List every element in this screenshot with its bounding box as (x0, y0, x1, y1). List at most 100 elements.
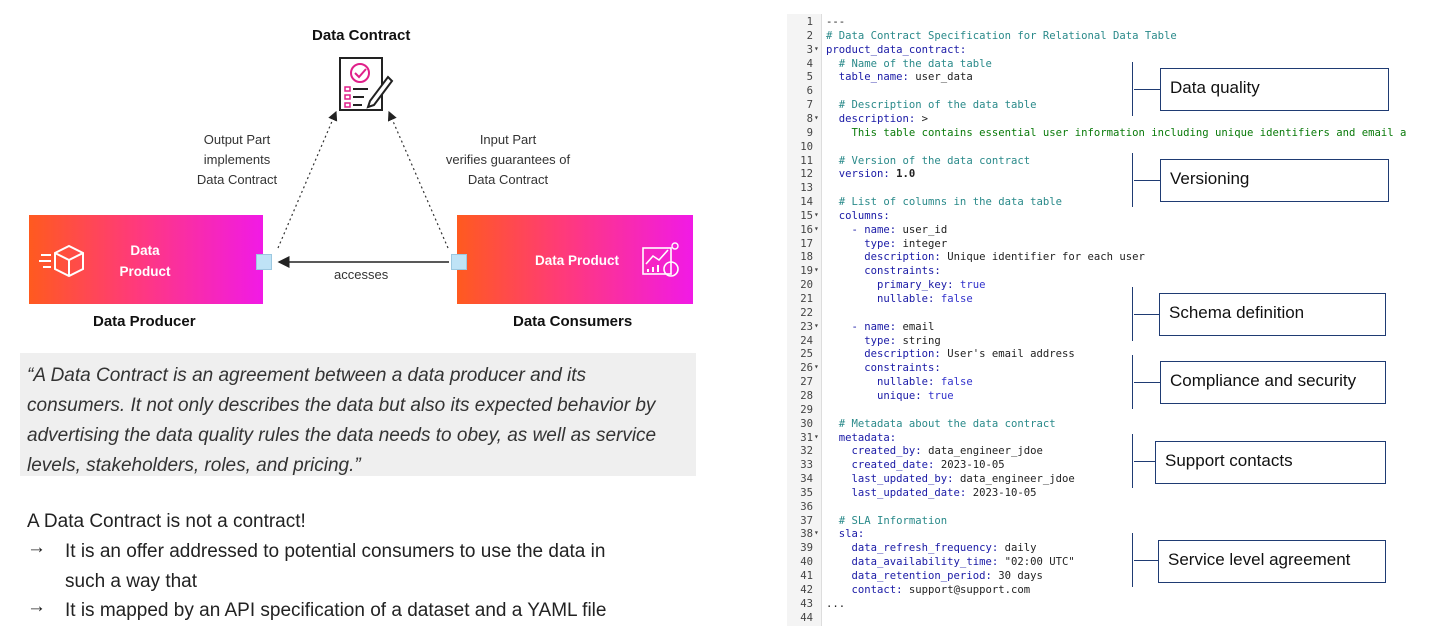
line-number: 29 (800, 403, 813, 416)
code-text: nullable: false (826, 376, 973, 389)
line-number: 7 (806, 99, 813, 112)
statement-text: A Data Contract is not a contract! (27, 511, 306, 532)
code-text: # Name of the data table (826, 57, 992, 70)
callout-label: Support contacts (1165, 451, 1293, 470)
line-number: 4 (806, 57, 813, 70)
bracket-line (1132, 153, 1133, 207)
line-number: 37 (800, 514, 813, 527)
fold-toggle-icon[interactable]: ▾ (814, 265, 819, 275)
line-number: 40 (800, 556, 813, 569)
callout-label: Service level agreement (1168, 550, 1351, 569)
line-number: 42 (800, 583, 813, 596)
bracket-line (1132, 287, 1133, 341)
bullet-line: It is an offer addressed to potential co… (65, 541, 606, 562)
producer-data-product-box: Data Product (29, 215, 263, 304)
package-delivery-icon (39, 244, 84, 278)
accesses-label: accesses (334, 267, 389, 282)
code-text: ... (826, 597, 846, 610)
bracket-line (1132, 355, 1133, 409)
line-number: 21 (800, 293, 813, 305)
bracket-tick (1134, 89, 1160, 90)
bullet-line: such a way that (65, 571, 198, 592)
code-text: nullable: false (826, 293, 973, 305)
input-part-line: Data Contract (467, 172, 549, 187)
code-text: description: > (826, 112, 929, 125)
output-part-line: Output Part (203, 132, 271, 147)
contract-document-icon (339, 57, 394, 111)
line-number: 22 (800, 306, 813, 319)
line-number: 34 (800, 473, 813, 486)
line-number: 44 (800, 611, 813, 624)
line-number: 27 (800, 376, 813, 389)
code-text: sla: (826, 528, 865, 541)
line-number: 32 (800, 445, 813, 458)
fold-toggle-icon[interactable]: ▾ (814, 209, 819, 219)
line-number: 43 (800, 597, 813, 610)
code-text: description: User's email address (826, 348, 1075, 361)
output-part-label: Output Part implements Data Contract (180, 130, 294, 190)
fold-toggle-icon[interactable]: ▾ (814, 320, 819, 330)
code-text: type: string (826, 334, 941, 347)
fold-toggle-icon[interactable]: ▾ (814, 362, 819, 372)
output-port (256, 254, 272, 270)
bracket-tick (1134, 560, 1160, 561)
line-number: 11 (800, 154, 813, 167)
code-text: constraints: (826, 265, 941, 278)
code-text: contact: support@support.com (826, 583, 1031, 596)
line-number: 6 (806, 85, 813, 98)
code-text: data_availability_time: "02:00 UTC" (826, 556, 1075, 569)
definition-quote: “A Data Contract is an agreement between… (20, 353, 696, 476)
line-number: 16 (800, 223, 813, 236)
code-text: primary_key: true (826, 279, 986, 292)
line-number: 12 (800, 168, 813, 181)
bracket-tick (1134, 382, 1160, 383)
line-number: 23 (800, 320, 813, 333)
code-text: created_date: 2023-10-05 (826, 459, 1005, 472)
analytics-chart-icon (642, 242, 679, 277)
consumer-box-label: Data Product (534, 253, 619, 268)
bullet-arrow-icon: → (27, 596, 46, 617)
line-number: 9 (806, 126, 813, 139)
code-text: # Version of the data contract (826, 154, 1031, 167)
input-part-line: Input Part (479, 132, 537, 147)
input-part-label: Input Part verifies guarantees of Data C… (430, 130, 586, 190)
data-contract-title: Data Contract (312, 27, 411, 44)
fold-toggle-icon[interactable]: ▾ (814, 112, 819, 122)
fold-toggle-icon[interactable]: ▾ (814, 43, 819, 53)
code-text: table_name: user_data (826, 71, 973, 84)
diagram-connectors (277, 110, 449, 268)
line-number: 2 (806, 29, 813, 42)
bracket-tick (1134, 314, 1160, 315)
line-number: 36 (800, 500, 813, 513)
bracket-line (1132, 62, 1133, 116)
fold-toggle-icon[interactable]: ▾ (814, 528, 819, 538)
callout-schema-definition: Schema definition (1159, 293, 1386, 336)
code-text: last_updated_by: data_engineer_jdoe (826, 473, 1075, 486)
consumer-data-product-box: Data Product (457, 215, 693, 304)
callout-versioning: Versioning (1160, 159, 1389, 202)
code-text: last_updated_date: 2023-10-05 (826, 486, 1037, 499)
code-text: columns: (826, 209, 890, 222)
line-number: 28 (800, 389, 813, 402)
bracket-line (1132, 533, 1133, 587)
fold-toggle-icon[interactable]: ▾ (814, 431, 819, 441)
input-part-line: verifies guarantees of (445, 152, 571, 167)
code-text: - name: email (826, 320, 935, 333)
bracket-tick (1134, 180, 1160, 181)
code-text: version: 1.0 (826, 168, 916, 181)
fold-toggle-icon[interactable]: ▾ (814, 223, 819, 233)
output-to-contract-arrow (277, 110, 338, 249)
callout-label: Versioning (1170, 169, 1250, 188)
line-number-gutter (787, 14, 822, 626)
line-number: 19 (800, 265, 813, 278)
line-number: 30 (800, 417, 813, 430)
code-text: - name: user_id (826, 223, 948, 236)
code-text: unique: true (826, 389, 954, 402)
line-number: 24 (800, 334, 813, 347)
code-text: constraints: (826, 362, 941, 375)
input-port (451, 254, 467, 270)
code-text: description: Unique identifier for each … (826, 251, 1145, 264)
quote-text: “A Data Contract is an agreement between… (27, 365, 657, 476)
input-to-contract-arrow (387, 110, 449, 249)
code-text: metadata: (826, 431, 897, 444)
